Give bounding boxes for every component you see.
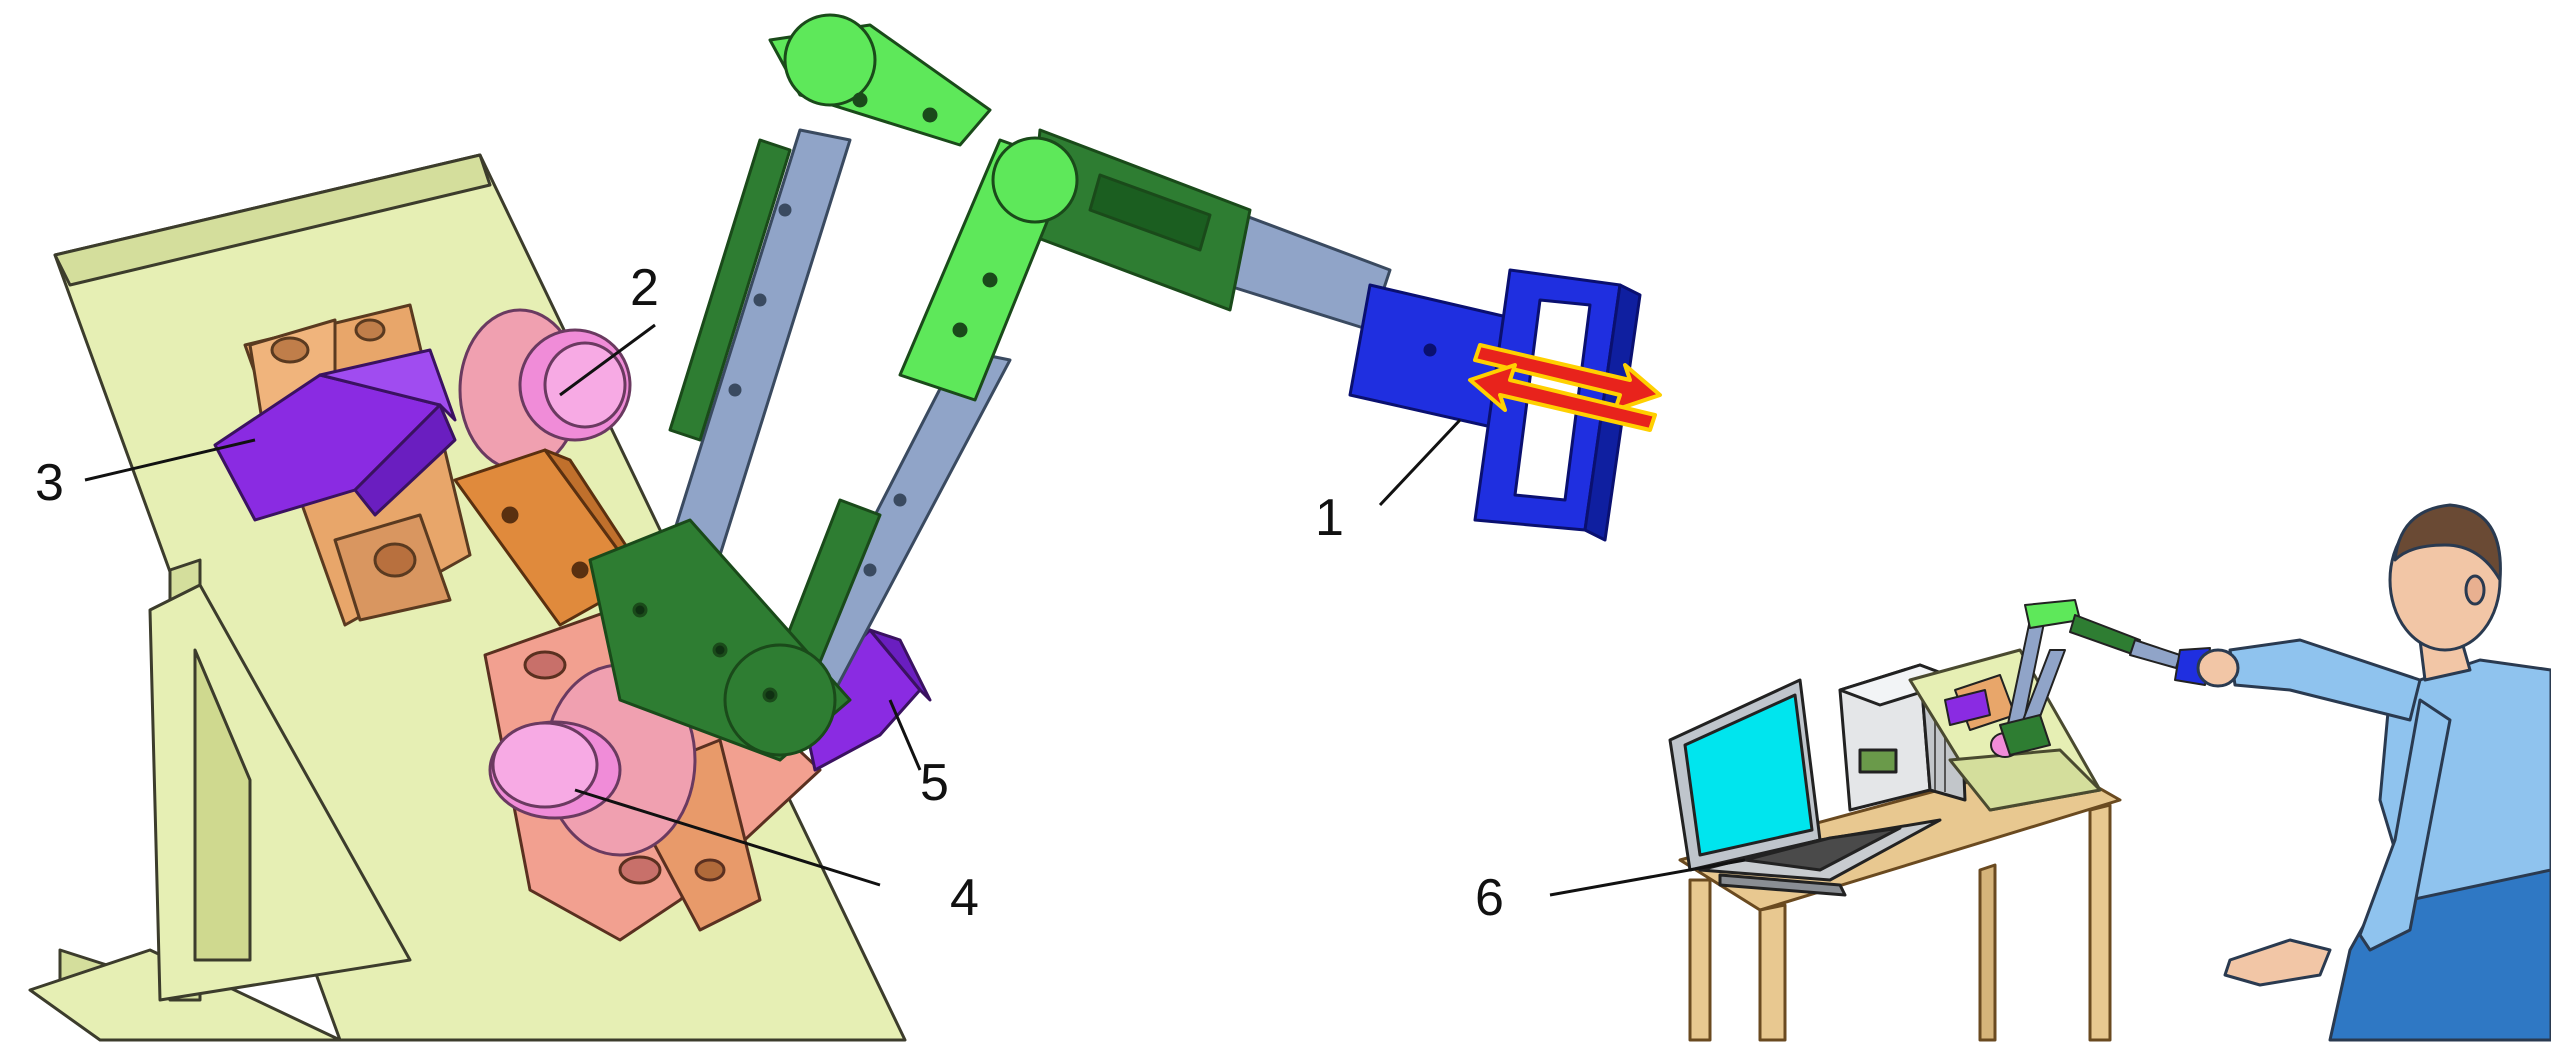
leader-line-5 [888,699,922,771]
laptop-6 [1668,678,1942,897]
person [2196,503,2551,1042]
motor-2 [458,308,632,472]
callout-label-6: 6 [1475,869,1504,927]
callout-label-1: 1 [1315,489,1344,547]
callout-label-3: 3 [35,454,64,512]
leader-line-3 [84,438,256,482]
callouts [84,323,1746,897]
motor-3 [213,348,457,522]
callout-label-2: 2 [630,259,659,317]
leader-line-2 [559,323,656,397]
parallel-links-green [588,13,1252,762]
leader-line-6 [1549,858,1746,897]
leader-line-4 [574,788,881,887]
leader-line-1 [1378,418,1462,507]
motion-arrow [1468,343,1662,432]
robot-assembly [28,13,1662,1042]
callout-label-4: 4 [950,869,979,927]
callout-labels: 1 2 3 4 5 6 [35,259,1504,927]
motor-5 [798,628,932,772]
setup-overview [1668,503,2551,1042]
callout-label-5: 5 [920,754,949,812]
